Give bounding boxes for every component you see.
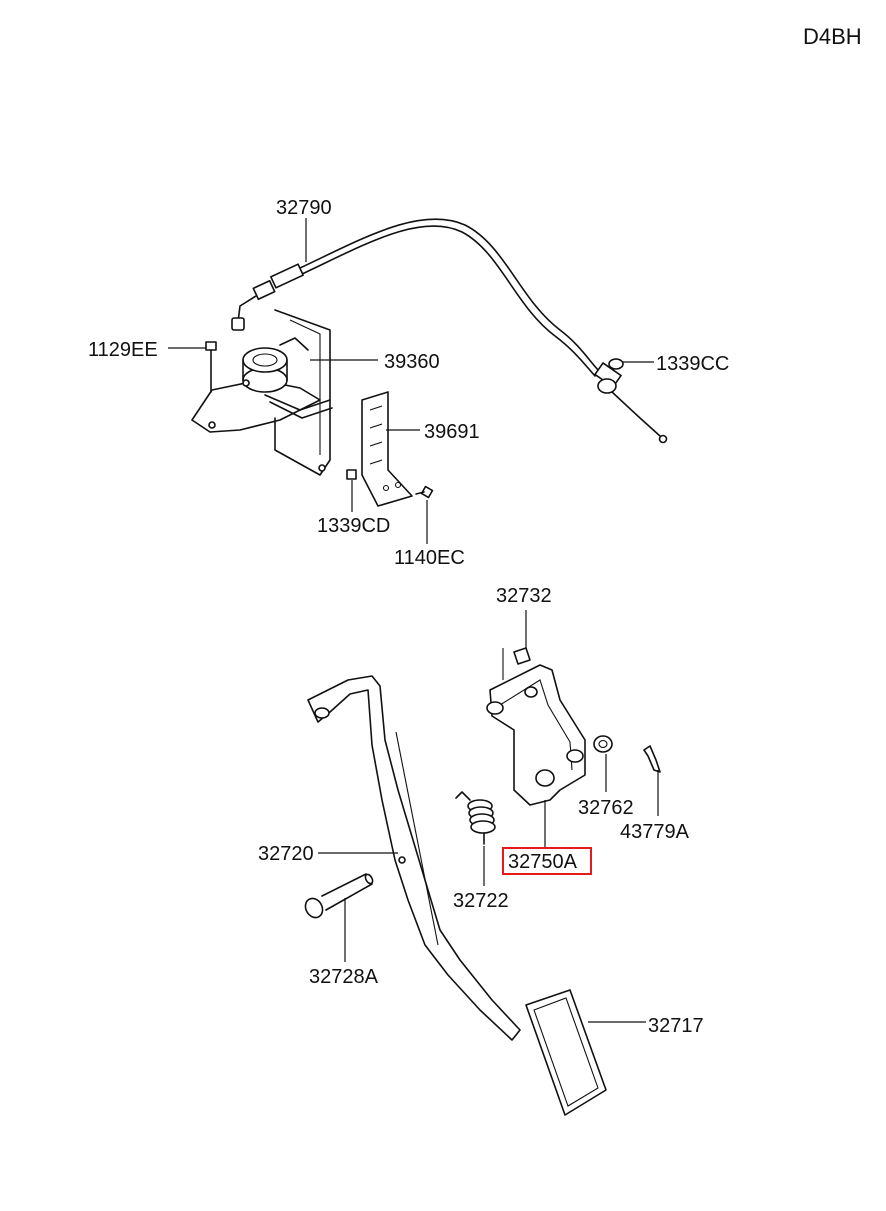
accelerator-cable[interactable] — [231, 218, 668, 444]
highlight-box — [502, 847, 592, 875]
nut-1339cd[interactable] — [346, 469, 357, 480]
return-spring[interactable] — [455, 791, 496, 845]
bolt-1129ee[interactable] — [205, 341, 217, 393]
label-1339cd[interactable]: 1339CD — [317, 515, 390, 537]
throttle-bracket[interactable] — [191, 309, 333, 476]
pedal-arm[interactable] — [307, 675, 521, 1041]
label-1129ee[interactable]: 1129EE — [88, 339, 158, 361]
label-1140ec[interactable]: 1140EC — [394, 547, 465, 569]
bolt-1140ec[interactable] — [415, 485, 434, 499]
leader-lines — [168, 218, 659, 1023]
label-32762[interactable]: 32762 — [578, 797, 634, 819]
label-32750a[interactable]: 32750A — [508, 851, 578, 873]
label-32790[interactable]: 32790 — [276, 197, 332, 219]
label-39360[interactable]: 39360 — [384, 351, 440, 373]
pedal-bracket[interactable] — [486, 648, 586, 806]
label-32720[interactable]: 32720 — [258, 843, 314, 865]
label-32728a[interactable]: 32728A — [309, 966, 379, 988]
pedal-pin[interactable] — [302, 873, 374, 920]
clip-43779a[interactable] — [643, 745, 661, 773]
label-43779a[interactable]: 43779A — [620, 821, 690, 843]
diagram-code: D4BH — [803, 24, 862, 49]
bracket-plate-39691[interactable] — [361, 391, 413, 507]
label-39691[interactable]: 39691 — [424, 421, 480, 443]
label-32717[interactable]: 32717 — [648, 1015, 704, 1037]
bushing-32762[interactable] — [593, 735, 613, 753]
label-32732[interactable]: 32732 — [496, 585, 552, 607]
label-1339cc[interactable]: 1339CC — [656, 353, 729, 375]
pedal-pad[interactable] — [525, 989, 607, 1116]
stopper-32732[interactable] — [513, 647, 531, 665]
label-32722[interactable]: 32722 — [453, 890, 509, 912]
